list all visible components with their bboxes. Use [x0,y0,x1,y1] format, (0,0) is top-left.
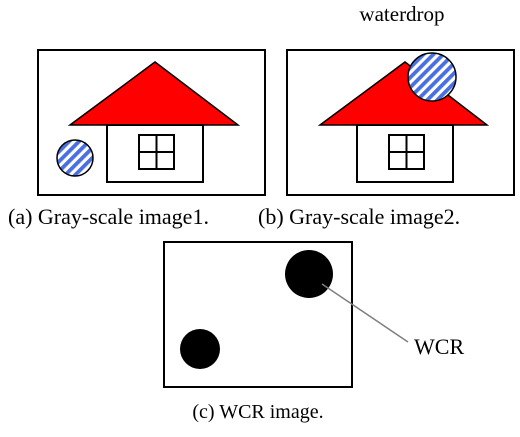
caption-b: (b) Gray-scale image2. [258,204,460,229]
panel-a-roof [67,61,241,126]
wcr-spot-large [285,250,333,298]
panel-b-roof [317,61,490,126]
panel-b: waterdrop [286,2,515,196]
waterdrop-label: waterdrop [359,2,444,26]
caption-a: (a) Gray-scale image1. [8,204,209,229]
panel-b-window [388,134,425,170]
caption-c: (c) WCR image. [192,401,323,423]
panel-c: WCR [163,241,464,388]
panel-a-waterdrop [56,139,94,177]
wcr-label: WCR [414,334,464,359]
wcr-spot-small [180,329,220,369]
wcr-leader-line [321,283,409,343]
panel-a-window [138,134,175,170]
panel-c-frame [163,241,353,388]
panel-a [37,49,266,196]
panel-b-waterdrop [407,52,457,102]
panel-b-frame [286,49,515,196]
panel-a-frame [37,49,266,196]
